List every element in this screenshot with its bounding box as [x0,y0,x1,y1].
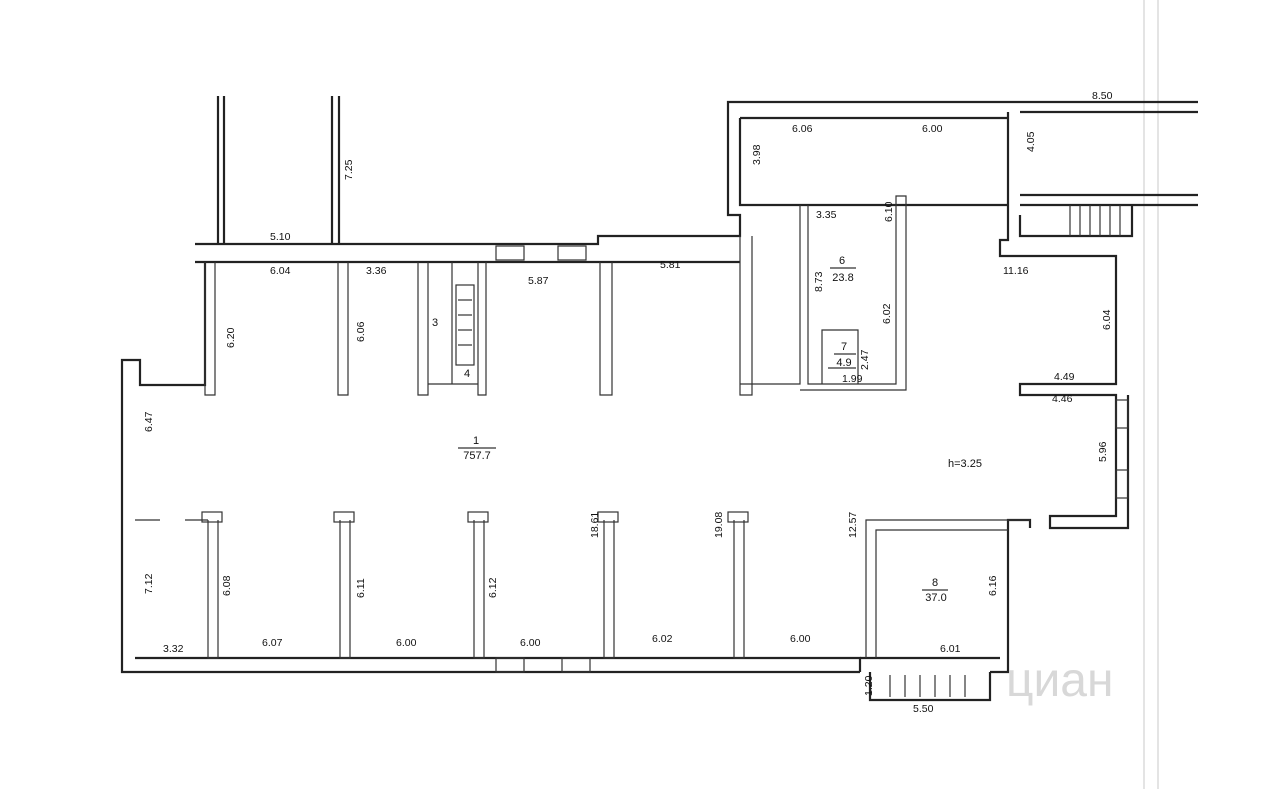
dim-6-04-top: 6.04 [270,265,291,277]
dim-6-00-top: 6.00 [922,123,943,135]
dim-8-73: 8.73 [813,271,825,292]
scan-edge [1143,0,1159,789]
room-6-number: 6 [839,255,845,267]
room-1-number: 1 [473,435,479,447]
top-projections [216,96,341,244]
room-8-number: 8 [932,577,938,589]
dim-19-08: 19.08 [713,512,725,538]
dim-6-06-left: 6.06 [355,321,367,342]
outer-walls [120,100,1198,702]
dim-6-04-right: 6.04 [1101,309,1113,330]
dim-7-25: 7.25 [343,159,355,180]
dim-5-81: 5.81 [660,259,681,271]
dim-6-00-c: 6.00 [790,633,811,645]
dim-6-00-b: 6.00 [520,637,541,649]
dim-3-32: 3.32 [163,643,184,655]
dim-11-16: 11.16 [1003,265,1029,277]
dim-8-50: 8.50 [1092,90,1113,102]
dim-6-11: 6.11 [355,578,367,598]
room-8-area: 37.0 [925,592,946,604]
dim-6-00-a: 6.00 [396,637,417,649]
dim-3-36: 3.36 [366,265,387,277]
dimension-labels: 7.25 5.10 6.04 3.36 5.87 5.81 6.20 6.06 … [143,90,1113,715]
dim-12-57: 12.57 [847,512,859,538]
dim-4-46: 4.46 [1052,393,1073,405]
lower-partitions [135,511,1030,659]
windows [495,245,1129,673]
room-1-area: 757.7 [463,450,491,462]
dim-1-99: 1.99 [842,373,863,385]
room-7-area: 4.9 [836,357,851,369]
room-labels: 1 757.7 3 4 6 23.8 7 4.9 8 37.0 h=3.25 [432,255,982,604]
dim-6-06-top: 6.06 [792,123,813,135]
dim-6-12: 6.12 [487,577,499,598]
dim-3-98: 3.98 [751,144,763,165]
dim-5-10: 5.10 [270,231,291,243]
dim-5-50: 5.50 [913,703,934,715]
dim-3-35: 3.35 [816,209,837,221]
dim-6-47: 6.47 [143,411,155,432]
dim-1-20: 1.20 [863,675,875,696]
dim-6-07: 6.07 [262,637,283,649]
room-6-area: 23.8 [832,272,853,284]
dim-6-01: 6.01 [940,643,961,655]
dim-6-20: 6.20 [225,327,237,348]
dim-6-08: 6.08 [221,575,233,596]
dim-4-49: 4.49 [1054,371,1075,383]
watermark-logo: циан [1006,654,1114,707]
dim-6-16: 6.16 [987,575,999,596]
upper-partitions [204,195,907,396]
stair-hatching [458,205,1121,697]
dim-5-96: 5.96 [1097,441,1109,462]
dim-2-47: 2.47 [859,349,871,370]
dim-7-12: 7.12 [143,573,155,594]
dim-6-02-bottom: 6.02 [652,633,673,645]
room-3-number: 3 [432,317,438,329]
dim-5-87: 5.87 [528,275,549,287]
room-7-number: 7 [841,341,847,353]
ceiling-height-label: h=3.25 [948,458,982,470]
room-4-number: 4 [464,368,470,380]
dim-6-02-v: 6.02 [881,303,893,324]
dim-6-10: 6.10 [883,201,895,222]
dim-18-61: 18.61 [589,512,601,538]
dim-4-05: 4.05 [1025,131,1037,152]
